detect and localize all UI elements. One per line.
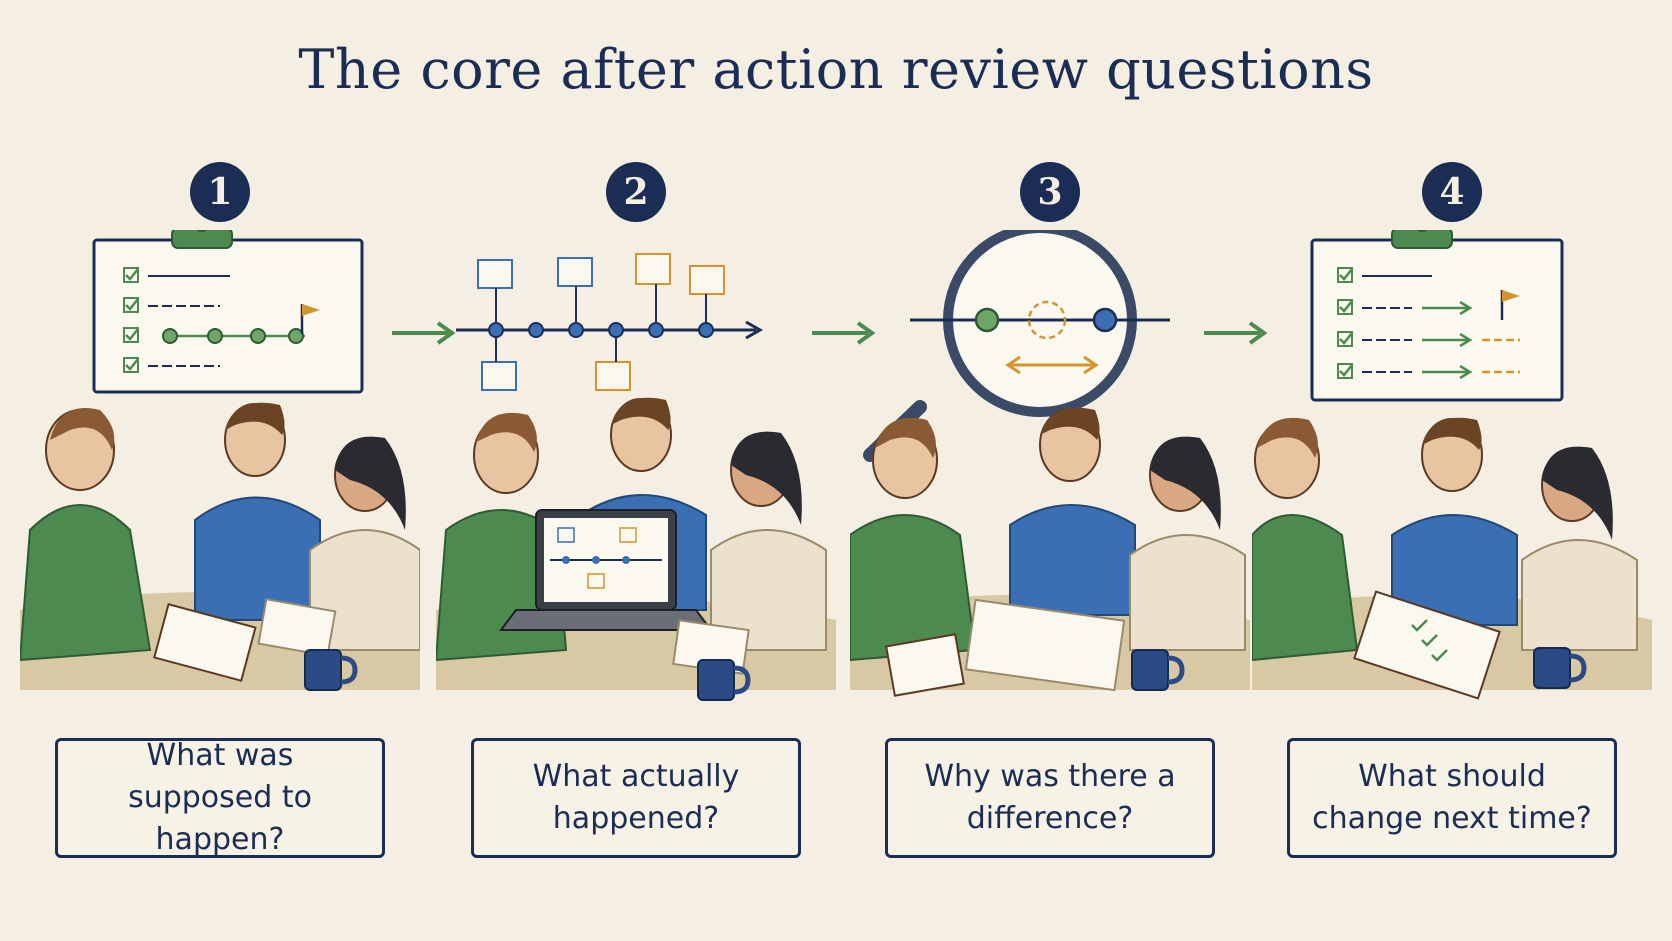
actual-events-scene-illustration <box>436 253 836 701</box>
page-title: The core after action review questions <box>298 38 1374 101</box>
meeting-people-illustration <box>20 402 420 691</box>
question-box-1: What was supposed to happen? <box>55 738 385 858</box>
step-4: 4 <box>1252 150 1652 870</box>
question-box-3: Why was there a difference? <box>885 738 1215 858</box>
step-number-badge: 4 <box>1422 162 1482 222</box>
arrow-right-icon <box>812 321 876 345</box>
arrow-right-icon <box>392 321 456 345</box>
step-2: 2 <box>436 150 836 870</box>
clipboard-improvements-icon <box>1310 230 1564 402</box>
arrow-right-icon <box>1204 321 1268 345</box>
meeting-people-illustration <box>850 407 1250 697</box>
step-3: 3 <box>850 150 1250 870</box>
step-1: 1 <box>20 150 420 870</box>
difference-scene-illustration <box>850 230 1250 697</box>
meeting-people-illustration <box>436 397 836 701</box>
step-number-badge: 1 <box>190 162 250 222</box>
step-number-badge: 2 <box>606 162 666 222</box>
laptop-timeline-icon <box>499 509 713 631</box>
plan-scene-illustration <box>20 230 420 691</box>
question-box-2: What actually happened? <box>471 738 801 858</box>
timeline-icon <box>456 253 764 391</box>
meeting-people-illustration <box>1252 417 1652 700</box>
clipboard-plan-icon <box>92 230 364 394</box>
question-box-4: What should change next time? <box>1287 738 1617 858</box>
improvement-scene-illustration <box>1252 230 1652 700</box>
step-number-badge: 3 <box>1020 162 1080 222</box>
